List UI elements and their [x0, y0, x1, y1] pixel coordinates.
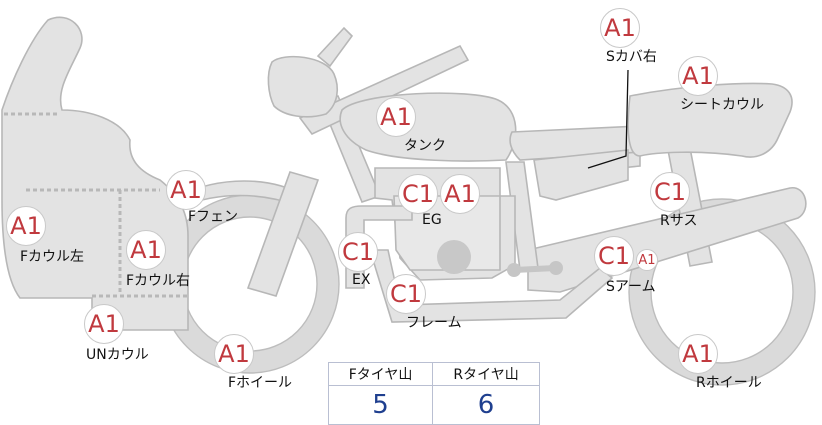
- grade-badge-under-cowl[interactable]: A1: [84, 304, 124, 344]
- grade-badge-seat-cowl[interactable]: A1: [678, 56, 718, 96]
- grade-badge-f-cowl-left[interactable]: A1: [6, 206, 46, 246]
- label-engine: EG: [422, 212, 442, 228]
- grade-badge-engine-c[interactable]: C1: [398, 174, 438, 214]
- handlebar-shape: [316, 26, 354, 68]
- label-under-cowl: UNカウル: [86, 347, 149, 363]
- label-s-cover-right: Sカバ右: [606, 49, 657, 65]
- grade-badge-swing-arm-c[interactable]: C1: [594, 236, 634, 276]
- value-rear-tire-tread: 6: [432, 385, 540, 425]
- header-front-tire-tread: Fタイヤ山: [327, 362, 434, 386]
- grade-badge-r-suspension[interactable]: C1: [650, 172, 690, 212]
- grade-badge-r-wheel[interactable]: A1: [678, 334, 718, 374]
- label-exhaust: EX: [352, 272, 371, 288]
- label-f-fender: Fフェン: [188, 209, 239, 225]
- grade-badge-f-wheel[interactable]: A1: [214, 334, 254, 374]
- grade-badge-f-fender[interactable]: A1: [166, 170, 206, 210]
- grade-badge-f-cowl-right[interactable]: A1: [126, 230, 166, 270]
- label-tank: タンク: [404, 138, 446, 154]
- label-f-cowl-right: Fカウル右: [126, 273, 191, 289]
- headlight-shape: [267, 55, 339, 118]
- label-f-wheel: Fホイール: [228, 375, 293, 391]
- grade-badge-swing-arm-a[interactable]: A1: [636, 249, 658, 271]
- grade-badge-frame[interactable]: C1: [386, 274, 426, 314]
- seat-cowl-shape: [627, 82, 793, 158]
- front-fork-shape: [246, 171, 320, 297]
- grade-badge-engine-a[interactable]: A1: [440, 174, 480, 214]
- label-f-cowl-left: Fカウル左: [20, 249, 85, 265]
- engine-cover-circle: [437, 240, 471, 274]
- label-r-wheel: Rホイール: [696, 375, 762, 391]
- header-rear-tire-tread: Rタイヤ山: [432, 362, 540, 386]
- value-front-tire-tread: 5: [327, 385, 434, 425]
- label-swing-arm: Sアーム: [606, 279, 656, 295]
- label-frame: フレーム: [406, 315, 462, 331]
- tire-tread-table: Fタイヤ山 Rタイヤ山 5 6: [327, 362, 540, 425]
- label-r-suspension: Rサス: [660, 213, 698, 229]
- grade-badge-exhaust[interactable]: C1: [338, 232, 378, 272]
- label-seat-cowl: シートカウル: [680, 97, 764, 113]
- grade-badge-tank[interactable]: A1: [376, 97, 416, 137]
- grade-badge-s-cover-right[interactable]: A1: [600, 8, 640, 48]
